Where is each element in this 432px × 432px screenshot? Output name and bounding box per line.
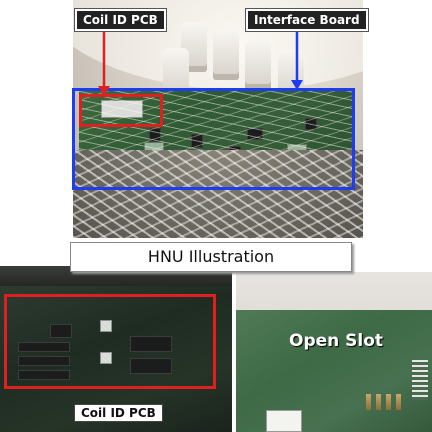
coil-id-pcb-bottom-label: Coil ID PCB (74, 404, 163, 422)
coil-id-arrowhead (98, 86, 110, 96)
trace-pins (412, 360, 428, 400)
white-connector (245, 40, 271, 90)
coil-id-pcb-label: Coil ID PCB (75, 9, 166, 31)
ic-chip (100, 352, 112, 364)
interface-board-highlight-box (72, 88, 355, 190)
hnu-illustration-banner: HNU Illustration (70, 242, 352, 272)
wire-tangle (73, 150, 363, 238)
open-slot-label: Open Slot (289, 331, 384, 351)
bottom-right-photo (236, 272, 432, 432)
resistor-array (18, 356, 70, 366)
interface-board-label: Interface Board (246, 9, 368, 31)
ic-chip (130, 336, 172, 352)
white-connector (213, 30, 239, 80)
ic-chip (305, 118, 317, 130)
ic-chip (191, 134, 203, 148)
ic-chip (247, 128, 263, 140)
slot-pin (396, 394, 401, 410)
coil-id-chip (101, 100, 143, 118)
empty-slot-board (236, 310, 432, 432)
ic-chip (50, 324, 72, 338)
resistor-array (18, 342, 70, 352)
white-connector (266, 410, 302, 432)
coil-id-pcb-highlight-box (79, 94, 163, 127)
coil-id-pcb-highlight-box-bottom (4, 294, 216, 389)
slot-pin (376, 394, 381, 410)
ic-chip (149, 128, 161, 142)
slot-pin (386, 394, 391, 410)
ic-chip (100, 320, 112, 332)
slot-pin (366, 394, 371, 410)
interface-arrowhead (291, 80, 303, 90)
ic-chip (130, 358, 172, 374)
resistor-array (18, 370, 70, 380)
